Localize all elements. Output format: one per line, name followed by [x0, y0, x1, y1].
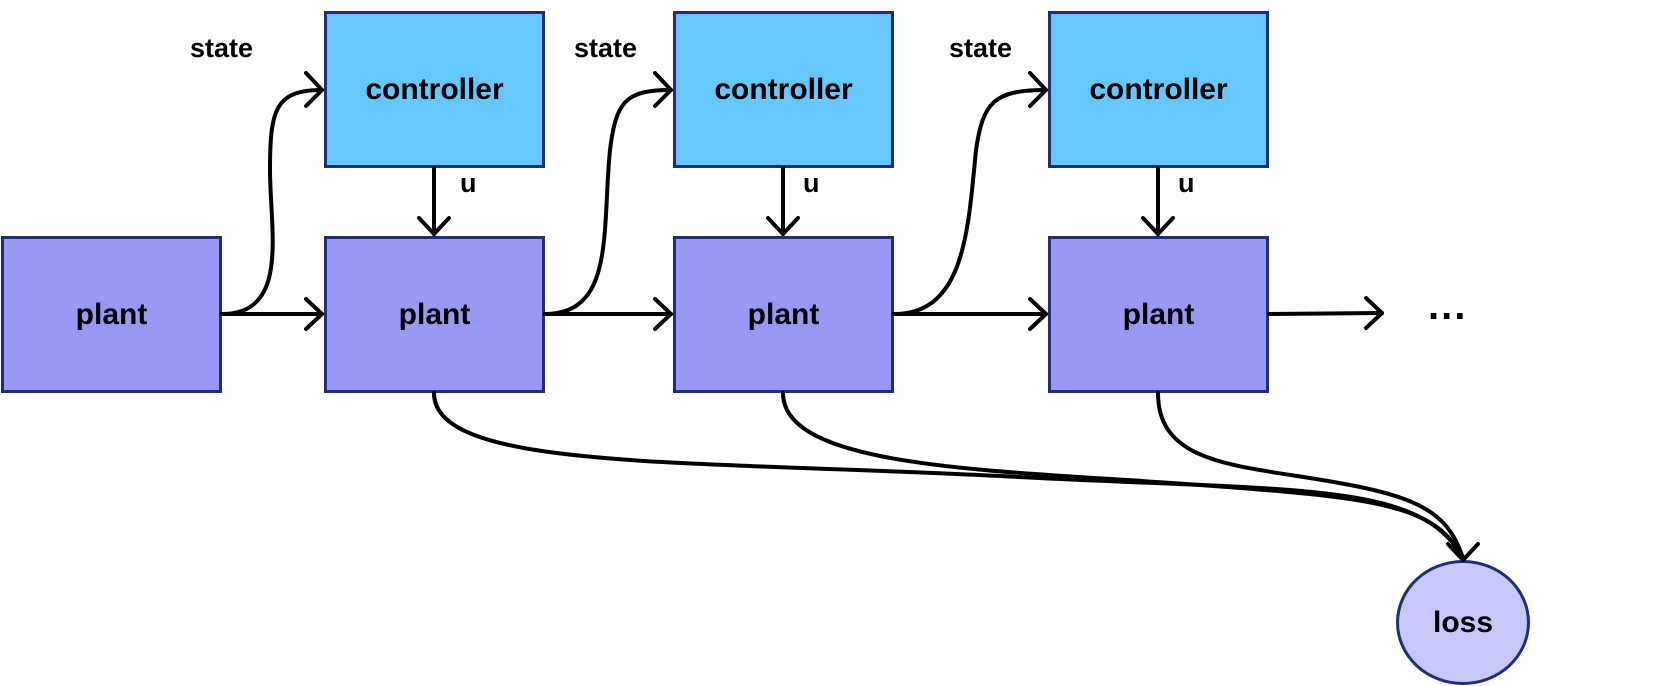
edge-state-1	[220, 88, 324, 316]
arrowhead-plant3	[1028, 297, 1048, 331]
arrowhead-controller-1	[304, 71, 324, 108]
arrowhead-u-2	[766, 216, 800, 236]
state-label-2: state	[574, 33, 638, 63]
edge-loss-3	[1156, 391, 1465, 560]
u-label-2: u	[803, 168, 820, 198]
arrowhead-plant1	[304, 297, 324, 331]
state-label-1: state	[190, 33, 254, 63]
edge-loss-2	[781, 391, 1465, 560]
arrowhead-continue	[1364, 296, 1384, 330]
u-label-3: u	[1178, 168, 1195, 198]
edge-loss-1	[432, 391, 1465, 560]
arrowhead-loss	[1446, 542, 1480, 562]
controller-node-1: controller	[324, 11, 545, 168]
edge-state-2	[543, 88, 673, 316]
arrowhead-plant2	[653, 297, 673, 331]
arrowhead-controller-2	[653, 71, 673, 108]
edge-state-3	[892, 88, 1048, 316]
arrowhead-controller-3	[1028, 71, 1048, 108]
u-label-1: u	[460, 168, 477, 198]
controller-node-3: controller	[1048, 11, 1269, 168]
arrowhead-u-1	[417, 216, 451, 236]
edge-plant3-continue	[1267, 311, 1384, 316]
continuation-ellipsis: ...	[1428, 284, 1468, 328]
plant-node-0: plant	[1, 236, 222, 393]
controller-node-2: controller	[673, 11, 894, 168]
arrowhead-u-3	[1141, 216, 1175, 236]
state-label-3: state	[949, 33, 1013, 63]
loss-node: loss	[1396, 560, 1530, 685]
plant-node-3: plant	[1048, 236, 1269, 393]
